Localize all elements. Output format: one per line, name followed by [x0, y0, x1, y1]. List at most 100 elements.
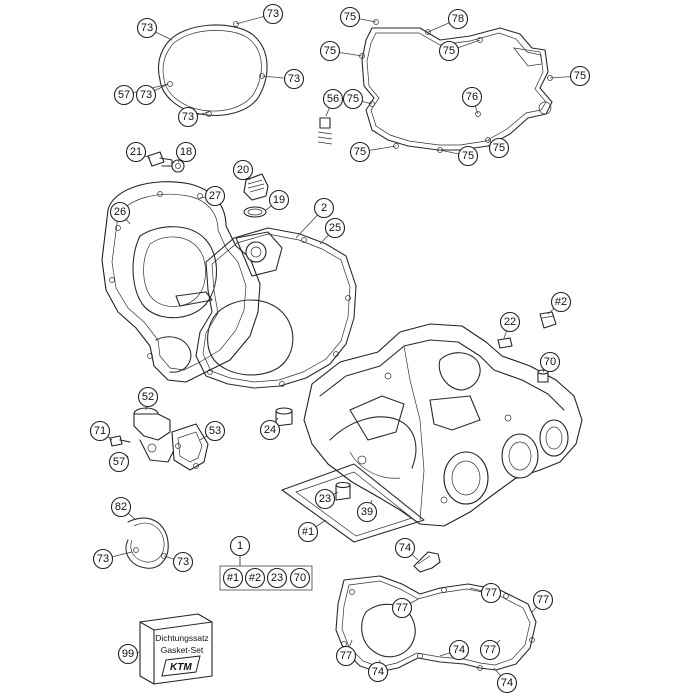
callout-77: 77	[391, 597, 413, 619]
callout-circle	[532, 589, 554, 611]
clutch-cover-gasket	[359, 19, 553, 153]
callout-circle	[229, 535, 251, 557]
callout-circle	[496, 672, 518, 694]
callout-52: 52	[137, 386, 159, 408]
callout-25: 25	[324, 217, 346, 239]
callout-circle	[297, 521, 319, 543]
callout-99: 99	[117, 643, 139, 665]
callout-76: 76	[461, 86, 483, 108]
callout-21: 21	[125, 141, 147, 163]
callout-circle	[394, 537, 416, 559]
callout-circle	[488, 137, 510, 159]
callout-circle	[204, 185, 226, 207]
callout-circle	[177, 106, 199, 128]
callout-27: 27	[204, 185, 226, 207]
callout-number: 74	[372, 666, 384, 678]
callout-73: 73	[92, 548, 114, 570]
callout-circle	[175, 141, 197, 163]
callout-number: 78	[452, 13, 464, 25]
callout-57: 57	[108, 451, 130, 473]
callout-circle	[232, 159, 254, 181]
callout-number: 74	[501, 677, 513, 689]
callout-number: 2	[321, 202, 327, 214]
callout-75: 75	[349, 141, 371, 163]
callout-number: 70	[294, 572, 306, 584]
callout-number: 39	[361, 506, 373, 518]
callout-number: 74	[399, 542, 411, 554]
gasket-82	[125, 517, 169, 569]
callout-circle	[222, 567, 244, 589]
callout-circle	[135, 84, 157, 106]
callout-circle	[479, 639, 501, 661]
callout-circle	[349, 141, 371, 163]
callout-circle	[480, 582, 502, 604]
callout-circle	[342, 88, 364, 110]
callout-number: 77	[396, 602, 408, 614]
callout-20: 20	[232, 159, 254, 181]
callout-number: 57	[118, 89, 130, 101]
callout-75: 75	[339, 6, 361, 28]
callout-circle	[391, 597, 413, 619]
callout-75: 75	[569, 65, 591, 87]
callout-77: 77	[532, 589, 554, 611]
callout-number: #2	[555, 296, 567, 308]
callout-number: 22	[504, 316, 516, 328]
callout-hash1: #1	[222, 567, 244, 589]
callout-number: 26	[114, 206, 126, 218]
kit-label-line2: Gasket-Set	[161, 645, 204, 655]
callout-circle	[117, 643, 139, 665]
clutch-cover	[101, 181, 283, 383]
callout-hash1: #1	[297, 521, 319, 543]
callout-circle	[109, 201, 131, 223]
callout-circle	[550, 291, 572, 313]
plug-part	[539, 311, 557, 329]
callout-71: 71	[89, 420, 111, 442]
callout-number: #2	[249, 572, 261, 584]
callout-56: 56	[322, 88, 344, 110]
callout-circle	[322, 88, 344, 110]
callout-70: 70	[289, 567, 311, 589]
kit-label-line1: Dichtungssatz	[155, 633, 208, 643]
callout-circle	[367, 661, 389, 683]
callout-82: 82	[110, 496, 132, 518]
callout-circle	[569, 65, 591, 87]
callout-number: 73	[141, 22, 153, 34]
oil-filler-plug	[243, 173, 269, 218]
callout-75: 75	[319, 40, 341, 62]
callout-number: 73	[97, 553, 109, 565]
callout-number: 56	[327, 93, 339, 105]
callout-19: 19	[268, 189, 290, 211]
callout-number: #1	[227, 572, 239, 584]
base-gasket	[281, 463, 425, 543]
callout-number: 23	[319, 493, 331, 505]
callout-circle	[283, 68, 305, 90]
callout-73: 73	[135, 84, 157, 106]
callout-39: 39	[356, 501, 378, 523]
callout-74: 74	[394, 537, 416, 559]
callout-70: 70	[539, 351, 561, 373]
callout-circle	[259, 419, 281, 441]
callout-number: 71	[94, 425, 106, 437]
callout-hash2: #2	[550, 291, 572, 313]
callout-number: 77	[485, 587, 497, 599]
callout-circle	[457, 145, 479, 167]
callout-circle	[108, 451, 130, 473]
callout-75: 75	[488, 137, 510, 159]
drain-screw	[147, 151, 185, 173]
callout-circle	[110, 496, 132, 518]
callout-number: 73	[288, 73, 300, 85]
callout-circle	[461, 86, 483, 108]
callout-circle	[499, 311, 521, 333]
ignition-cover-gasket	[157, 21, 268, 117]
callout-circle	[266, 567, 288, 589]
callout-1: 1	[229, 535, 251, 557]
callout-75: 75	[438, 40, 460, 62]
dowel-22	[497, 337, 513, 349]
callout-circle	[137, 386, 159, 408]
callout-number: 73	[267, 8, 279, 20]
callout-number: 75	[443, 45, 455, 57]
callout-number: 70	[544, 356, 556, 368]
